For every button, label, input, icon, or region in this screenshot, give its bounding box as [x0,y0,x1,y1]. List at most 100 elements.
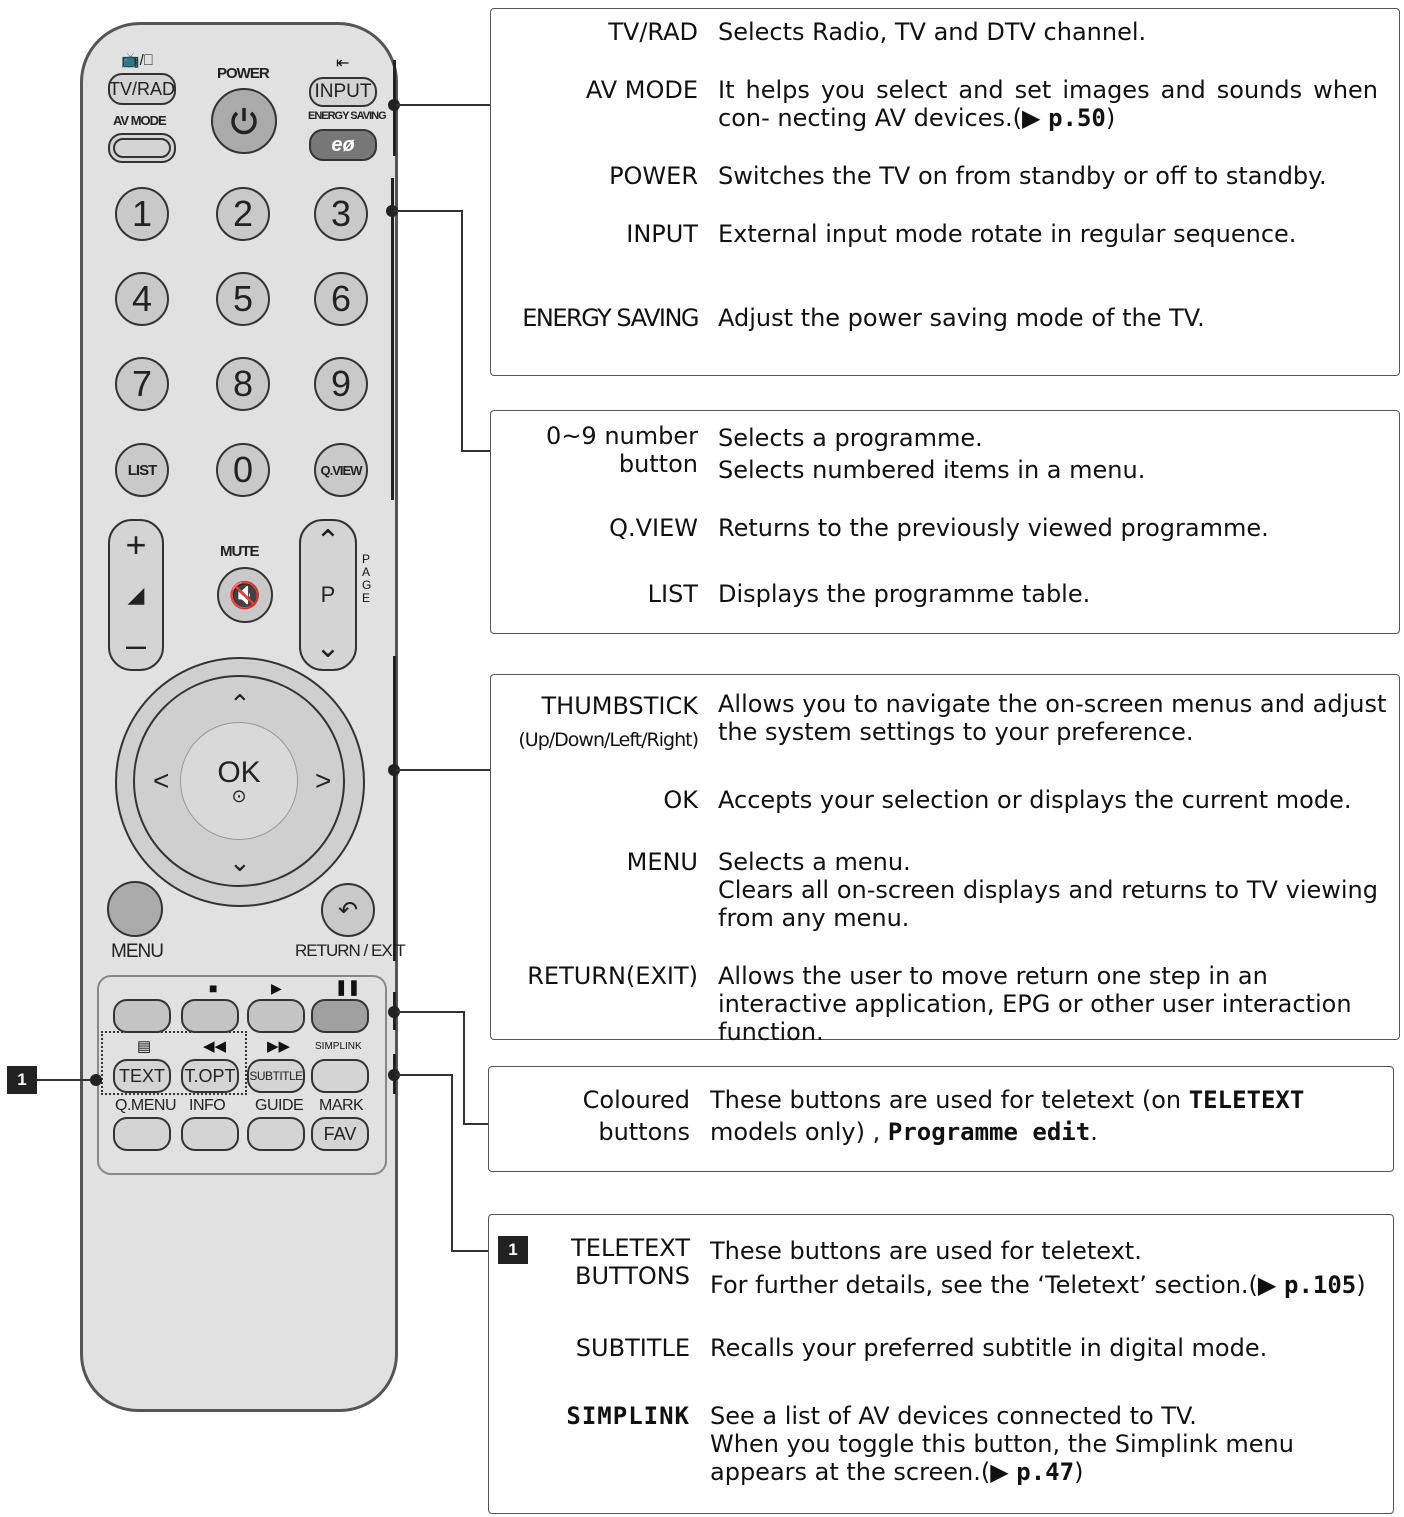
description: External input mode rotate in regular se… [718,220,1297,248]
connector-line [394,210,462,212]
connector-line [451,1250,489,1252]
qview-button[interactable]: Q.VIEW [314,443,368,497]
topt-button[interactable]: T.OPT [181,1059,239,1093]
description: It helps you select and set images and s… [718,76,1378,132]
description: Returns to the previously viewed program… [718,514,1269,542]
fav-button[interactable]: FAV [311,1117,369,1151]
info-label: INFO [189,1097,226,1114]
guide-button[interactable] [247,1117,305,1151]
description: Selects Radio, TV and DTV channel. [718,18,1147,46]
volume-rocker[interactable]: + ◢ – [108,519,164,671]
qmenu-button[interactable] [113,1117,171,1151]
menu-button[interactable] [107,881,163,937]
description-text: It helps you select and set images and s… [718,76,1378,132]
term: TV/RAD [608,18,698,46]
text-button[interactable]: TEXT [113,1059,171,1093]
term: Coloured buttons [583,1084,690,1148]
green-button[interactable] [181,999,239,1033]
thumbstick-inner-ring [133,675,345,887]
yellow-button[interactable] [247,999,305,1033]
blue-button[interactable] [311,999,369,1033]
number-button-8[interactable]: 8 [216,357,270,411]
term-line-1: 0~9 number [546,422,698,450]
bold-teletext: TELETEXT [1188,1086,1305,1114]
description: See a list of AV devices connected to TV… [710,1402,1294,1486]
connector-line [396,104,490,106]
connector-line [37,1079,93,1081]
ok-button[interactable]: OK ⊙ [180,722,298,840]
leaf-icon: eø [331,133,355,156]
plus-icon: + [125,524,147,565]
term: 0~9 number button [546,422,698,478]
simplink-button[interactable] [311,1059,369,1093]
term-line-1: TELETEXT [571,1234,690,1262]
av-mode-button[interactable] [108,133,176,163]
energy-saving-button[interactable]: eø [309,129,377,161]
description-mid: models only) , [710,1118,888,1146]
term-line-1: THUMBSTICK [541,692,699,720]
list-button[interactable]: LIST [115,443,169,497]
bracket-numbers [391,178,394,500]
input-button[interactable]: INPUT [309,77,377,107]
right-arrow-icon[interactable]: > [315,765,332,796]
colour-group-box [488,1066,1394,1172]
subtitle-button[interactable]: SUBTITLE [247,1059,305,1093]
number-group-box [490,410,1400,634]
term: THUMBSTICK (Up/Down/Left/Right) [518,690,699,756]
return-icon: ↶ [337,896,359,924]
power-label: POWER [217,65,270,82]
page-reference: p.50 [1048,104,1106,132]
term: RETURN(EXIT) [527,962,698,990]
av-mode-label: AV MODE [113,113,167,128]
navigation-group-box [490,674,1400,1040]
connector-dot [388,764,400,776]
description: These buttons are used for teletext. For… [710,1237,1366,1299]
simplink-logo: SIMPLINK [566,1402,690,1430]
connector-line [396,769,490,771]
remote-control: 📺/⎕ TV/RAD AV MODE POWER ⇤ INPUT ENERGY … [80,22,406,1412]
number-button-2[interactable]: 2 [216,187,270,241]
thumbstick-ring[interactable]: ⌃ ⌄ < > OK ⊙ [115,657,365,907]
number-button-9[interactable]: 9 [314,357,368,411]
number-button-4[interactable]: 4 [115,272,169,326]
chevron-down-icon: ⌄ [315,631,341,664]
term: Q.VIEW [609,514,698,542]
tv-rad-button[interactable]: TV/RAD [108,73,176,105]
description-line-1: These buttons are used for teletext. [710,1237,1142,1265]
number-button-3[interactable]: 3 [314,187,368,241]
number-button-6[interactable]: 6 [314,272,368,326]
mute-button[interactable]: 🔇 [217,567,273,623]
term: OK [663,786,698,814]
mark-label: MARK [319,1097,364,1114]
rewind-icon: ◀◀ [203,1038,227,1055]
programme-rocker[interactable]: ⌃ P ⌄ [299,519,357,671]
bold-programme-edit: Programme edit [887,1118,1091,1146]
minus-icon: – [125,624,147,665]
simplink-small-logo: SIMPLINK [315,1041,362,1052]
up-arrow-icon[interactable]: ⌃ [229,689,251,719]
red-button[interactable] [113,999,171,1033]
term: SIMPLINK [566,1402,690,1430]
number-button-5[interactable]: 5 [216,272,270,326]
guide-label: GUIDE [255,1097,304,1114]
number-button-0[interactable]: 0 [216,443,270,497]
power-button[interactable] [211,88,277,154]
connector-line [396,1074,452,1076]
term: LIST [647,580,698,608]
return-button[interactable]: ↶ [321,883,375,937]
term: ENERGY SAVING [522,304,699,332]
term: SUBTITLE [575,1334,690,1362]
info-button[interactable] [181,1117,239,1151]
page-reference: p.47 [1016,1458,1075,1486]
description: Selects a programme. Selects numbered it… [718,422,1145,486]
number-button-1[interactable]: 1 [115,187,169,241]
term: TELETEXT BUTTONS [571,1234,690,1290]
description: Switches the TV on from standby or off t… [718,162,1327,190]
down-arrow-icon[interactable]: ⌄ [229,847,251,877]
description: Displays the programme table. [718,580,1091,608]
number-button-7[interactable]: 7 [115,357,169,411]
menu-label: MENU [111,941,164,962]
description-line-1: Selects a menu. [718,848,911,876]
connector-dot [388,99,400,111]
left-arrow-icon[interactable]: < [153,765,170,796]
